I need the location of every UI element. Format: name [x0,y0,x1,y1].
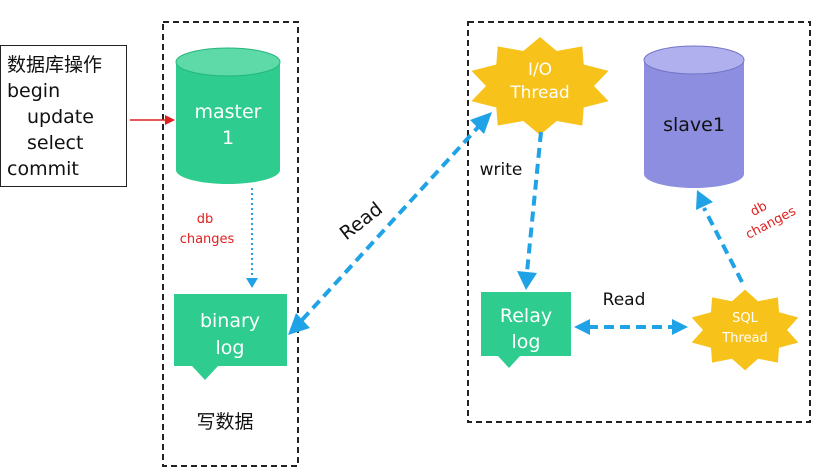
relay-log: Relay log [481,292,571,368]
slave-db-label: slave1 [663,114,725,136]
operations-box: 数据库操作 begin update select commit [0,45,127,187]
slave-group-border [467,21,811,423]
slave-db-changes: db changes [743,199,798,243]
op-update: update [27,106,94,128]
master-group-border [162,21,299,467]
master-db-number: 1 [222,127,234,149]
binlog-line1: binary [200,310,260,332]
binlog-line2: log [216,337,245,359]
master-db-label: master [194,101,261,123]
relay-read-label: Read [603,290,646,310]
relay-log-line2: log [512,331,541,353]
slave-database: slave1 [643,45,745,188]
io-thread-line2: Thread [509,83,569,103]
master-database: master 1 [175,47,281,184]
relay-sql-read-arrow [574,319,688,335]
op-begin: begin [7,80,61,102]
io-thread-line1: I/O [528,60,552,80]
master-db-changes-line1: db [197,212,214,227]
write-data-label: 写数据 [196,411,253,433]
binary-log: binary log [174,294,287,380]
sql-thread: SQL Thread [691,289,799,371]
op-commit: commit [7,158,79,180]
relay-log-line1: Relay [500,305,552,327]
sql-to-slave-arrow [696,190,744,283]
operations-title: 数据库操作 [7,54,103,76]
sql-thread-line2: Thread [721,331,767,346]
binlog-io-read-arrow [288,112,492,335]
master-db-changes-line2: changes [180,232,235,247]
master-to-binlog-arrow [246,188,258,288]
sql-thread-line1: SQL [732,311,758,326]
io-to-relay-arrow [517,131,543,290]
io-thread: I/O Thread [471,37,609,135]
op-select: select [27,132,84,154]
write-label: write [480,160,523,180]
slave-db-changes-line1: db [748,199,770,220]
